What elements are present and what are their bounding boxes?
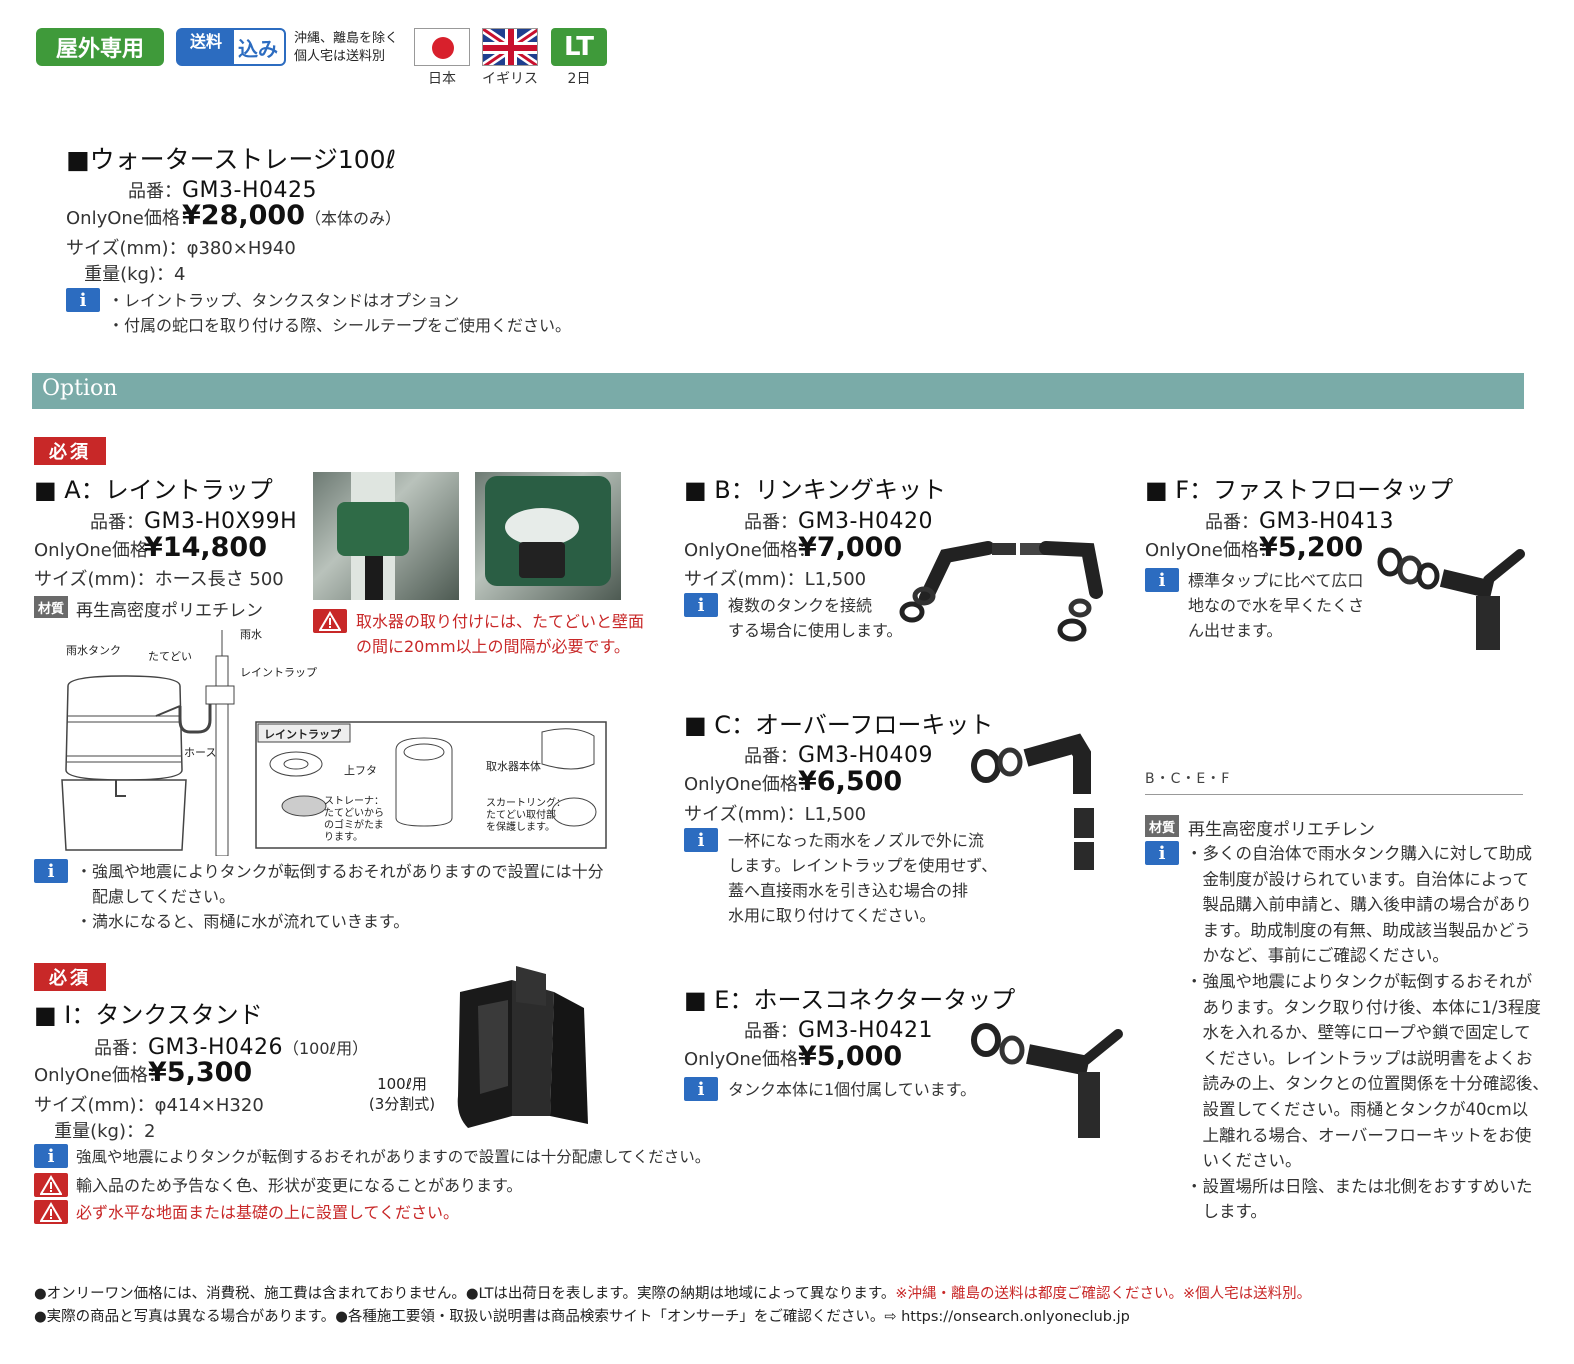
linking-kit-photo [896, 532, 1110, 644]
product-e-code: 品番：GM3-H0421 [744, 1018, 933, 1043]
product-e-title: ■ E：ホースコネクタータップ [684, 986, 1016, 1014]
material-icon: 材質 [34, 596, 68, 618]
outdoor-badge: 屋外専用 [36, 28, 164, 66]
footer-line-2: ●実際の商品と写真は異なる場合があります。●各種施工要領・取扱い説明書は商品検索… [34, 1309, 1130, 1325]
product-a-price: OnlyOne価格：¥14,800 [34, 532, 267, 563]
product-c-notes: 一杯になった雨水をノズルで外に流 します。レイントラップを使用せず、 蓋へ直接雨… [728, 831, 998, 925]
diagram-raintrap-label: レイントラップ [240, 666, 317, 679]
common-header: B・C・E・F [1145, 771, 1231, 787]
product-b-size: サイズ(mm)：L1,500 [684, 569, 867, 590]
diagram-inset-title: レイントラップ [264, 728, 341, 741]
info-icon: i [1145, 841, 1179, 865]
warning-icon [313, 609, 347, 633]
product-e-notes: タンク本体に1個付属しています。 [728, 1080, 977, 1099]
footer-line-1: ●オンリーワン価格には、消費税、施工費は含まれておりません。●LTは出荷日を表し… [34, 1286, 1312, 1302]
product-b-price: OnlyOne価格：¥7,000 [684, 532, 903, 563]
product-a-warning: 取水器の取り付けには、たてどいと壁面 の間に20mm以上の間隔が必要です。 [356, 612, 645, 656]
overflow-kit-photo [970, 724, 1100, 874]
diagram-rain-label: 雨水 [240, 628, 262, 641]
raintrap-photo-1 [313, 472, 459, 600]
main-product-title: ■ウォーターストレージ100ℓ [66, 145, 396, 174]
truck-icon: 送料 [178, 30, 234, 64]
hose-connector-tap-photo [968, 1020, 1128, 1144]
required-badge-a: 必須 [34, 437, 106, 465]
raintrap-photo-2 [475, 472, 621, 600]
product-a-title: ■ A：レイントラップ [34, 476, 273, 504]
product-f-notes: 標準タップに比べて広口 地なので水を早くたくさ ん出せます。 [1188, 571, 1365, 640]
main-product-notes: ・レイントラップ、タンクスタンドはオプション ・付属の蛇口を取り付ける際、シール… [108, 291, 572, 335]
product-i-info-note: 強風や地震によりタンクが転倒するおそれがありますので設置には十分配慮してください… [76, 1148, 711, 1166]
diagram-tank-label: 雨水タンク [66, 644, 121, 657]
tank-stand-photo [450, 966, 592, 1136]
product-f-price: OnlyOne価格：¥5,200 [1145, 532, 1364, 563]
info-icon: i [1145, 568, 1179, 592]
product-f-title: ■ F：ファストフロータップ [1145, 476, 1454, 504]
diagram-hose-label: ホース [184, 746, 217, 759]
product-i-price: OnlyOne価格：¥5,300 [34, 1057, 253, 1088]
product-b-code: 品番：GM3-H0420 [744, 509, 933, 534]
diagram-lid-label: 上フタ [344, 764, 377, 777]
diagram-body-label: 取水器本体 [486, 760, 541, 773]
uk-flag-icon [482, 28, 538, 66]
main-product-size: サイズ(mm)：φ380×H940 [66, 238, 296, 259]
warning-icon [34, 1200, 68, 1224]
main-product-price: OnlyOne価格：¥28,000（本体のみ） [66, 200, 401, 231]
product-a-notes: ・強風や地震によりタンクが転倒するおそれがありますので設置には十分 配慮してくだ… [76, 862, 604, 931]
product-a-material: 再生高密度ポリエチレン [76, 601, 263, 621]
common-material: 再生高密度ポリエチレン [1188, 820, 1375, 840]
material-icon: 材質 [1145, 815, 1179, 837]
japan-flag-icon [414, 28, 470, 66]
common-divider [1145, 794, 1523, 795]
diagram-downpipe-label: たてどい [148, 650, 192, 663]
info-icon: i [684, 828, 718, 852]
required-badge-i: 必須 [34, 963, 106, 991]
raintrap-diagram: 雨水 雨水タンク たてどい レイントラップ ホース レイントラップ 上フタ 取水… [34, 620, 610, 857]
product-c-title: ■ C：オーバーフローキット [684, 711, 994, 739]
product-c-code: 品番：GM3-H0409 [744, 743, 933, 768]
warning-icon [34, 1173, 68, 1197]
product-i-code: 品番：GM3-H0426（100ℓ用） [94, 1035, 369, 1060]
product-i-title: ■ I：タンクスタンド [34, 1001, 263, 1029]
product-i-weight: 重量(kg)：2 [54, 1121, 156, 1142]
product-b-title: ■ B：リンキングキット [684, 476, 947, 504]
product-f-code: 品番：GM3-H0413 [1205, 509, 1394, 534]
product-i-caption: 100ℓ用 (3分割式) [368, 1075, 436, 1113]
info-icon: i [66, 288, 100, 312]
info-icon: i [684, 593, 718, 617]
product-c-price: OnlyOne価格：¥6,500 [684, 766, 903, 797]
shipping-included-label: 込み [238, 36, 278, 61]
country-japan: 日本 [428, 71, 456, 87]
option-label: Option [42, 376, 118, 401]
diagram-strainer-label: ストレーナ： たてどいから のゴミがたま ります。 [324, 796, 384, 843]
option-bar: Option [32, 373, 1524, 409]
fast-flow-tap-photo [1376, 546, 1526, 656]
product-b-notes: 複数のタンクを接続 する場合に使用します。 [728, 596, 903, 640]
main-product-code: 品番：GM3-H0425 [128, 178, 317, 203]
shipping-note: 沖縄、離島を除く 個人宅は送料別 [294, 31, 399, 64]
product-i-warn-note-1: 輸入品のため予告なく色、形状が変更になることがあります。 [76, 1176, 523, 1195]
product-a-code: 品番：GM3-H0X99H [90, 509, 298, 534]
product-i-warn-note-2: 必ず水平な地面または基礎の上に設置してください。 [76, 1203, 460, 1222]
product-a-size: サイズ(mm)：ホース長さ 500 [34, 569, 284, 590]
lt-days: 2日 [567, 71, 591, 87]
product-e-price: OnlyOne価格：¥5,000 [684, 1041, 903, 1072]
main-product-weight: 重量(kg)：4 [84, 264, 186, 285]
lt-badge: LT [551, 28, 607, 66]
info-icon: i [34, 859, 68, 883]
common-notes: ・多くの自治体で雨水タンク購入に対して助成 金制度が設けられています。自治体によ… [1186, 844, 1549, 1222]
country-uk: イギリス [482, 71, 538, 87]
diagram-skirt-label: スカートリング： たてどい取付部 を保護します。 [486, 798, 566, 833]
product-c-size: サイズ(mm)：L1,500 [684, 804, 867, 825]
product-i-size: サイズ(mm)：φ414×H320 [34, 1095, 264, 1116]
shipping-badge: 送料 込み [176, 28, 286, 66]
info-icon: i [34, 1144, 68, 1168]
info-icon: i [684, 1077, 718, 1101]
